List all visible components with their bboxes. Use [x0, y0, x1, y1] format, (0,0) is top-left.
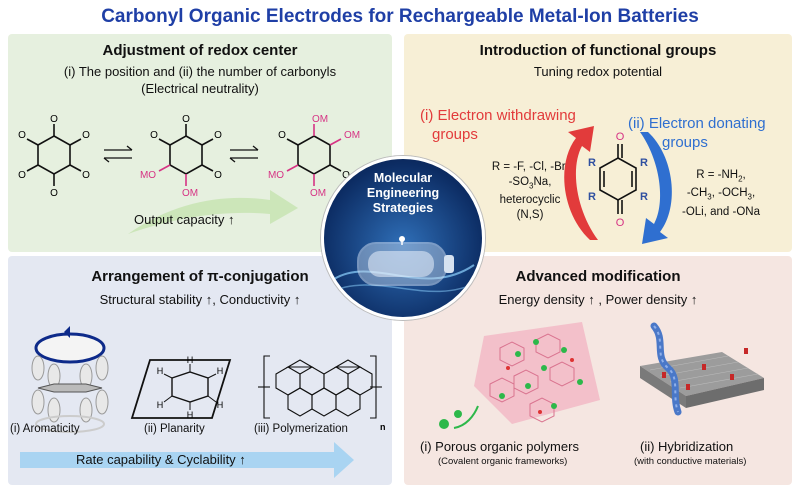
redox-center-title: Adjustment of redox center: [102, 42, 298, 59]
atom-r: R: [588, 157, 596, 169]
advanced-title: Advanced modification: [515, 268, 681, 285]
redox-center-subtitle-2: (Electrical neutrality): [141, 81, 259, 96]
atom-o: O: [50, 188, 58, 199]
atom-o: O: [616, 131, 625, 143]
functional-groups-title: Introduction of functional groups: [479, 42, 717, 59]
atom-r: R: [640, 191, 648, 203]
atom-h: H: [217, 366, 224, 376]
hybrid-graphene-image: [640, 322, 764, 416]
atom-o: O: [82, 170, 90, 181]
withdrawing-title: (i) Electron withdrawing groups: [420, 107, 576, 143]
atom-r: R: [588, 191, 596, 203]
polymerization-label: (iii) Polymerization: [254, 423, 348, 435]
atom-o: O: [18, 130, 26, 141]
quinone-ring: [599, 144, 637, 214]
redox-center-panel: Adjustment of redox center (i) The posit…: [8, 34, 392, 252]
equilibrium-arrow: [103, 145, 133, 163]
atom-om: OM: [182, 188, 198, 199]
atom-om: OM: [310, 188, 326, 199]
atom-h: H: [217, 400, 224, 410]
advanced-modification-panel: Advanced modification Energy density ↑ ,…: [404, 256, 792, 485]
atom-o: O: [82, 130, 90, 141]
atom-mo: MO: [140, 170, 156, 181]
output-capacity-label: Output capacity ↑: [134, 212, 235, 227]
atom-om: OM: [344, 130, 360, 141]
planarity-illustration: [130, 359, 232, 419]
functional-groups-subtitle: Tuning redox potential: [533, 64, 663, 79]
atom-h: H: [187, 355, 194, 365]
advanced-illustrations: [439, 322, 764, 429]
atom-o: O: [214, 170, 222, 181]
rate-capability-arrow: [20, 442, 354, 478]
redox-molecules: O O O O O O O O O O OM MO: [18, 114, 360, 234]
conjugation-subtitle: Structural stability ↑, Conductivity ↑: [99, 292, 301, 307]
aromaticity-label: (i) Aromaticity: [10, 423, 80, 435]
cof-sublabel: (Covalent organic frameworks): [438, 456, 568, 467]
polymerization-illustration: [258, 355, 382, 419]
atom-o: O: [278, 130, 286, 141]
donating-arrow: [640, 132, 672, 244]
equilibrium-arrow: [229, 145, 259, 163]
atom-o: O: [616, 217, 625, 229]
atom-o: O: [182, 114, 190, 125]
battery-icon: [327, 236, 481, 294]
center-label: Molecular Engineering Strategies: [366, 171, 440, 215]
capacity-arrow: [128, 190, 298, 234]
atom-o: O: [18, 170, 26, 181]
hybridization-label: (ii) Hybridization: [640, 439, 734, 454]
atom-o: O: [150, 130, 158, 141]
quinone-diagram: O O R R R R: [564, 126, 672, 244]
conjugation-panel: Arrangement of π-conjugation Structural …: [8, 256, 392, 485]
rate-capability-label: Rate capability & Cyclability ↑: [76, 452, 246, 467]
atom-h: H: [187, 410, 194, 420]
donating-title: (ii) Electron donating groups: [628, 115, 766, 151]
reduced-molecule-2: [286, 124, 342, 186]
atom-o: O: [342, 170, 350, 181]
atom-r: R: [640, 157, 648, 169]
polymer-subscript-n: n: [380, 422, 386, 432]
center-strategy-circle: Molecular Engineering Strategies: [321, 156, 485, 320]
atom-h: H: [157, 400, 164, 410]
withdrawing-arrow: [564, 126, 598, 240]
reduced-molecule-1: [158, 124, 214, 186]
functional-groups-panel: Introduction of functional groups Tuning…: [404, 34, 792, 252]
cof-framework-image: [439, 322, 600, 429]
atom-o: O: [50, 114, 58, 125]
planarity-label: (ii) Planarity: [144, 423, 205, 435]
conjugation-illustrations: H H H H H H n: [20, 326, 386, 478]
figure-title: Carbonyl Organic Electrodes for Recharge…: [101, 6, 699, 27]
aromaticity-illustration: [31, 326, 109, 433]
conductive-materials-sublabel: (with conductive materials): [634, 456, 747, 467]
atom-h: H: [157, 366, 164, 376]
withdrawing-groups-list: R = -F, -Cl, -Br, -SO3Na, heterocyclic (…: [491, 161, 569, 222]
atom-om: OM: [312, 114, 328, 125]
conjugation-title: Arrangement of π-conjugation: [91, 268, 309, 285]
advanced-subtitle: Energy density ↑ , Power density ↑: [498, 292, 698, 307]
porous-polymers-label: (i) Porous organic polymers: [420, 439, 579, 454]
hexaketocyclohexane: [26, 124, 82, 186]
atom-mo: MO: [268, 170, 284, 181]
atom-o: O: [214, 130, 222, 141]
donating-groups-list: R = -NH2, -CH3, -OCH3, -OLi, and -ONa: [682, 169, 760, 218]
redox-center-subtitle: (i) The position and (ii) the number of …: [63, 64, 337, 79]
